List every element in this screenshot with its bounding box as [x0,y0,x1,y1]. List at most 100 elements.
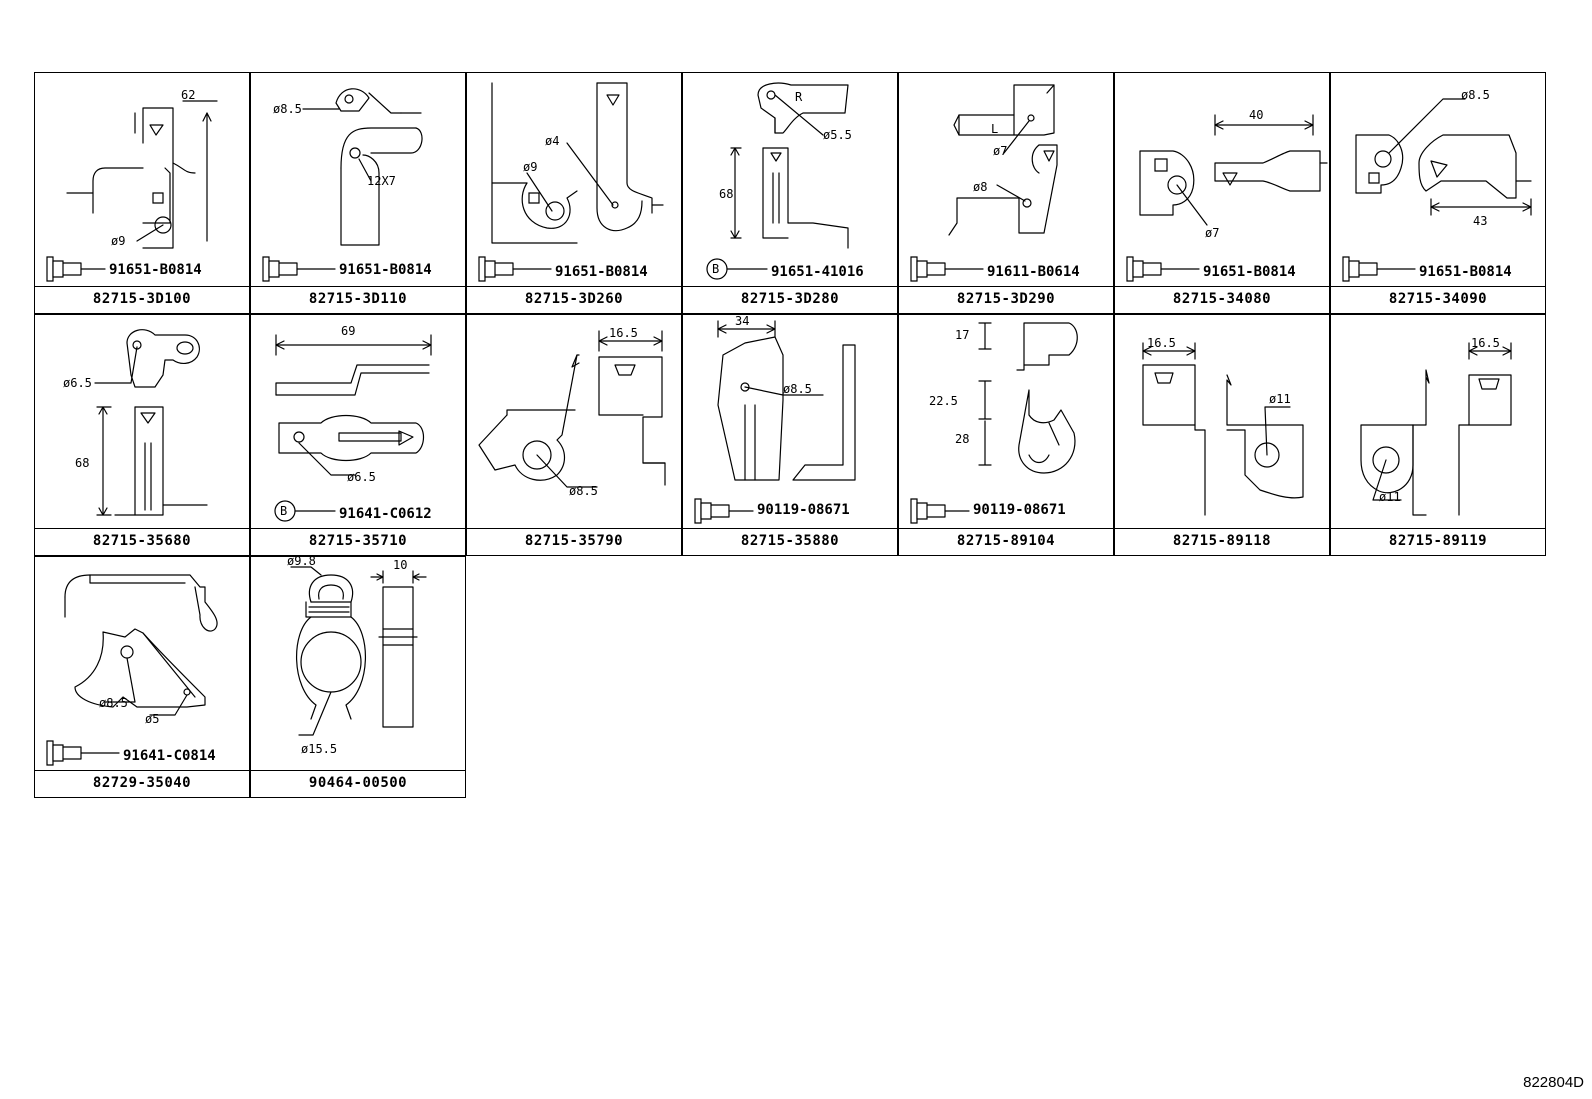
fastener-part-number: 91651-B0814 [1419,264,1512,280]
fastener-part-number: 90119-08671 [973,502,1066,518]
dimension-label: 43 [1473,214,1487,228]
part-number-label: 82715-34090 [1331,286,1545,313]
svg-text:B: B [280,504,287,518]
bracket-drawing: 17 22.5 28 90119-08671 [899,315,1115,529]
part-cell[interactable]: 17 22.5 28 90119-08671 82715-89104 [898,314,1114,556]
part-cell[interactable]: 34 ø8.5 90119-08671 82715-35880 [682,314,898,556]
bolt-icon [911,257,983,281]
bracket-drawing: ø8.5 ø5 91641-C0814 [35,557,251,771]
diagram-code: 822804D [1523,1074,1584,1091]
dimension-label: ø7 [1205,226,1219,240]
part-cell[interactable]: 16.5 ø11 82715-89119 [1330,314,1546,556]
dimension-label: 34 [735,314,749,328]
part-cell[interactable]: ø6.5 68 82715-35680 [34,314,250,556]
part-cell[interactable]: ø4 ø9 91651-B0814 82715-3D260 [466,72,682,314]
dimension-label: L [991,122,998,136]
dimension-label: ø6.5 [63,376,92,390]
dimension-label: ø8.5 [273,102,302,116]
bracket-drawing: 69 ø6.5 B 91641-C0612 [251,324,432,522]
part-number-label: 82715-35680 [35,528,249,555]
bracket-drawing: 62 ø9 91651-B0814 [35,88,251,287]
bracket-drawing: ø9.8 10 ø15.5 [287,554,467,756]
part-number-label: 82715-35880 [683,528,897,555]
bolt-icon [1343,257,1415,281]
dimension-label: ø6.5 [347,470,376,484]
fastener-part-number: 91651-B0814 [339,262,432,278]
part-cell[interactable]: 62 ø9 91651-B0814 82715-3D100 [34,72,250,314]
dimension-label: ø9.8 [287,554,316,568]
bolt-b-icon: B [707,259,767,279]
part-number-label: 82715-35710 [251,528,465,555]
part-number-label: 82715-35790 [467,528,681,555]
part-number-label: 82715-3D100 [35,286,249,313]
bracket-drawing: ø8.5 12X7 91651-B0814 [251,73,432,287]
dimension-label: 28 [955,432,969,446]
fastener-part-number: 91641-C0814 [123,748,216,764]
fastener-part-number: 91651-41016 [771,264,864,280]
part-number-label: 82715-89119 [1331,528,1545,555]
bracket-drawing: 34 ø8.5 90119-08671 [683,314,899,529]
part-cell[interactable]: L ø7 ø8 91611-B0614 82715-3D290 [898,72,1114,314]
part-cell[interactable]: 16.5 ø11 82715-89118 [1114,314,1330,556]
bolt-icon [47,741,119,765]
part-number-label: 82729-35040 [35,770,249,797]
bolt-icon [695,499,753,523]
part-cell[interactable]: 69 ø6.5 B 91641-C0612 82715-35710 [250,314,466,556]
part-number-label: 82715-3D280 [683,286,897,313]
bracket-drawing: 16.5 ø8.5 [467,326,683,498]
svg-text:B: B [712,262,719,276]
dimension-label: 68 [719,187,733,201]
part-cell[interactable]: ø8.5 12X7 91651-B0814 82715-3D110 [250,72,466,314]
fastener-part-number: 91651-B0814 [1203,264,1296,280]
dimension-label: ø11 [1269,392,1291,406]
dimension-label: ø8.5 [99,696,128,710]
dimension-label: 16.5 [1147,336,1176,350]
part-cell[interactable]: ø8.5 43 91651-B0814 82715-34090 [1330,72,1546,314]
bracket-drawing: 40 ø7 91651-B0814 [1115,108,1331,287]
dimension-label: ø8.5 [783,382,812,396]
dimension-label: ø5 [145,712,159,726]
bracket-drawing: 16.5 ø11 [1115,336,1331,529]
bracket-drawing: R ø5.5 68 B 91651-41016 [683,73,864,280]
dimension-label: ø5.5 [823,128,852,142]
part-number-label: 82715-3D290 [899,286,1113,313]
part-cell[interactable]: 16.5 ø8.5 82715-35790 [466,314,682,556]
dimension-label: ø8.5 [1461,88,1490,102]
fastener-part-number: 90119-08671 [757,502,850,518]
dimension-label: ø7 [993,144,1007,158]
part-cell[interactable]: ø8.5 ø5 91641-C0814 82729-35040 [34,556,250,798]
part-cell[interactable]: 40 ø7 91651-B0814 82715-34080 [1114,72,1330,314]
fastener-part-number: 91651-B0814 [109,262,202,278]
bracket-drawing: 16.5 ø11 [1331,336,1547,529]
bolt-icon [263,257,335,281]
bolt-b-icon: B [275,501,335,521]
dimension-label: 40 [1249,108,1263,122]
part-cell[interactable]: R ø5.5 68 B 91651-41016 82715-3D280 [682,72,898,314]
bolt-icon [479,257,551,281]
bracket-drawing: L ø7 ø8 91611-B0614 [899,73,1080,287]
part-cell[interactable]: ø9.8 10 ø15.5 90464-00500 [250,554,467,798]
dimension-label: ø8.5 [569,484,598,498]
dimension-label: 16.5 [1471,336,1500,350]
part-number-label: 82715-34080 [1115,286,1329,313]
bolt-icon [1127,257,1199,281]
bolt-icon [911,499,969,523]
fastener-part-number: 91611-B0614 [987,264,1080,280]
dimension-label: R [795,90,803,104]
fastener-part-number: 91641-C0612 [339,506,432,522]
dimension-label: ø9 [523,160,537,174]
part-number-label: 82715-3D260 [467,286,681,313]
bracket-drawing: ø6.5 68 [63,315,251,529]
dimension-label: ø4 [545,134,559,148]
part-number-label: 82715-89118 [1115,528,1329,555]
bracket-drawing: ø4 ø9 91651-B0814 [467,73,683,287]
fastener-part-number: 91651-B0814 [555,264,648,280]
dimension-label: 17 [955,328,969,342]
dimension-label: ø8 [973,180,987,194]
part-number-label: 82715-3D110 [251,286,465,313]
dimension-label: 16.5 [609,326,638,340]
part-number-label: 90464-00500 [251,770,465,797]
part-number-label: 82715-89104 [899,528,1113,555]
bolt-icon [47,257,105,281]
